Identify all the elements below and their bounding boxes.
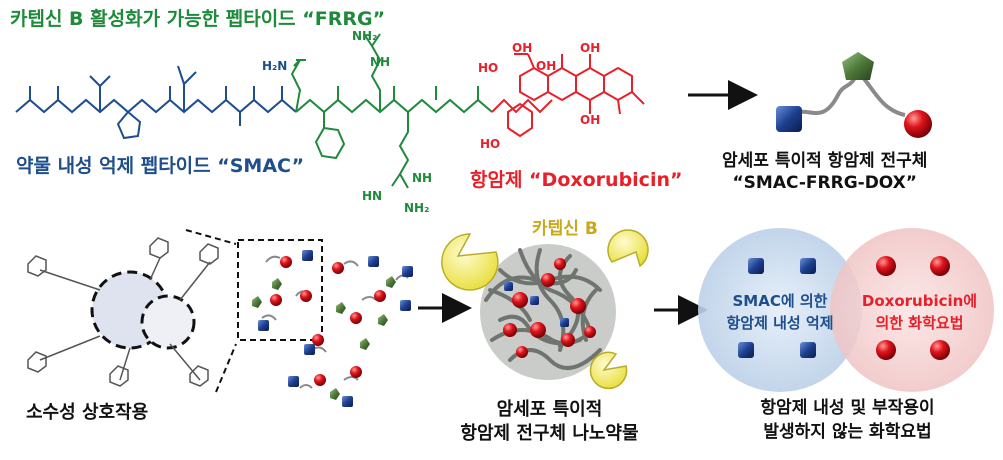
atom-h2n-lys: H₂N [262, 59, 287, 73]
dox-effect-line2: 의한 화학요법 [875, 314, 964, 332]
hydrophobic-label: 소수성 상호작용 [26, 402, 149, 423]
atom-nh2-top: NH₂ [352, 29, 377, 43]
dox-effect-line1: Doxorubicin에 [861, 292, 978, 310]
atom-ho-sugar: HO [480, 137, 500, 151]
atom-oh-4: OH [580, 113, 600, 127]
cathepsin-label: 카텝신 B [532, 219, 598, 239]
atom-nh2-bottom: NH₂ [404, 201, 429, 215]
nanodrug-label-line1: 암세포 특이적 [496, 399, 603, 420]
smac-effect-label: SMAC에 의한 항암제 내성 억제 [700, 290, 860, 334]
smac-effect-line2: 항암제 내성 억제 [726, 314, 834, 332]
atom-labels: NH₂ H₂N NH NH HN NH₂ HO OH OH OH OH HO [262, 29, 600, 215]
smac-peptide-structure [15, 65, 297, 140]
zoom-line-top [185, 229, 237, 245]
cathepsin-pacman-icon-1 [441, 233, 499, 291]
result-label-line2: 발생하지 않는 화학요법 [763, 422, 932, 442]
result-label: 항암제 내성 및 부작용이 발생하지 않는 화학요법 [730, 396, 965, 444]
nanoparticle [441, 229, 649, 390]
prodrug-cartoon [776, 52, 932, 138]
atom-hn-guan2: HN [362, 189, 382, 203]
atom-nh-guan1: NH [370, 55, 390, 69]
doxorubicin-label: 항암제 “Doxorubicin” [470, 169, 683, 191]
cathepsin-pacman-icon-2 [607, 229, 649, 268]
nanodrug-label: 암세포 특이적 항암제 전구체 나노약물 [452, 398, 647, 446]
atom-oh-1: OH [512, 41, 532, 55]
atom-oh-2: OH [580, 41, 600, 55]
prodrug-label-line2: “SMAC-FRRG-DOX” [732, 173, 917, 193]
nanodrug-label-line2: 항암제 전구체 나노약물 [460, 423, 639, 444]
effect-venn [698, 228, 994, 392]
frrg-title: 카텝신 B 활성화가 가능한 펩타이드 “FRRG” [10, 8, 386, 30]
zoom-line-bottom [215, 343, 237, 393]
smac-cube-icon [776, 106, 802, 132]
dox-effect-label: Doxorubicin에 의한 화학요법 [852, 290, 987, 334]
frrg-peptide-structure [290, 33, 493, 189]
scattered-prodrugs [252, 250, 413, 407]
atom-oh-3: OH [536, 59, 556, 73]
frrg-pentagon-icon [842, 52, 874, 80]
result-label-line1: 항암제 내성 및 부작용이 [760, 398, 935, 418]
smac-label: 약물 내성 억제 펩타이드 “SMAC” [16, 155, 305, 177]
doxorubicin-structure [491, 53, 645, 138]
zoom-box [237, 239, 323, 341]
dox-sphere-icon [904, 110, 932, 138]
cathepsin-pacman-icon-3 [589, 351, 628, 390]
atom-nh-guan2: NH [412, 171, 432, 185]
prodrug-label: 암세포 특이적 항암제 전구체 “SMAC-FRRG-DOX” [722, 150, 927, 194]
hydrophobic-molecule [27, 237, 219, 387]
atom-ho-left: HO [478, 61, 498, 75]
prodrug-label-line1: 암세포 특이적 항암제 전구체 [722, 151, 928, 171]
smac-effect-line1: SMAC에 의한 [732, 292, 828, 310]
